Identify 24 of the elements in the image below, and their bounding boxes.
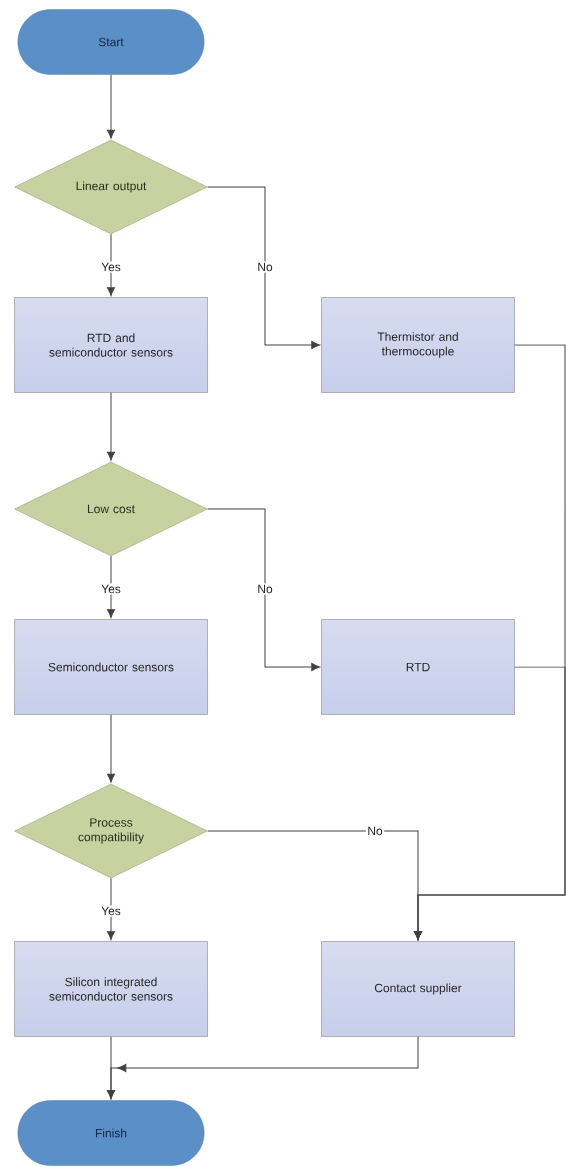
arrow	[207, 508, 321, 672]
edge-label: No	[255, 583, 275, 595]
arrow	[106, 877, 116, 941]
edge-label: No	[365, 825, 385, 837]
edge-label: Yes	[99, 261, 123, 273]
process-box: RTD and semiconductor sensors	[14, 297, 208, 393]
process-box: RTD	[321, 619, 515, 715]
arrow	[207, 186, 321, 350]
process-box: Contact supplier	[321, 941, 515, 1037]
process-box: Thermistor and thermocouple	[321, 297, 515, 393]
arrow	[106, 74, 116, 139]
edge-label: No	[255, 261, 275, 273]
process-box: Semiconductor sensors	[14, 619, 208, 715]
edge-label: Yes	[99, 583, 123, 595]
process-box: Silicon integrated semiconductor sensors	[14, 941, 208, 1037]
arrow	[106, 1036, 419, 1100]
start-terminal: Start	[17, 9, 205, 75]
edge-label: Yes	[99, 905, 123, 917]
finish-terminal: Finish	[17, 1100, 205, 1166]
arrow	[106, 392, 116, 461]
arrow	[413, 666, 566, 941]
arrow	[106, 555, 116, 619]
arrow	[106, 233, 116, 297]
arrow	[106, 714, 116, 783]
